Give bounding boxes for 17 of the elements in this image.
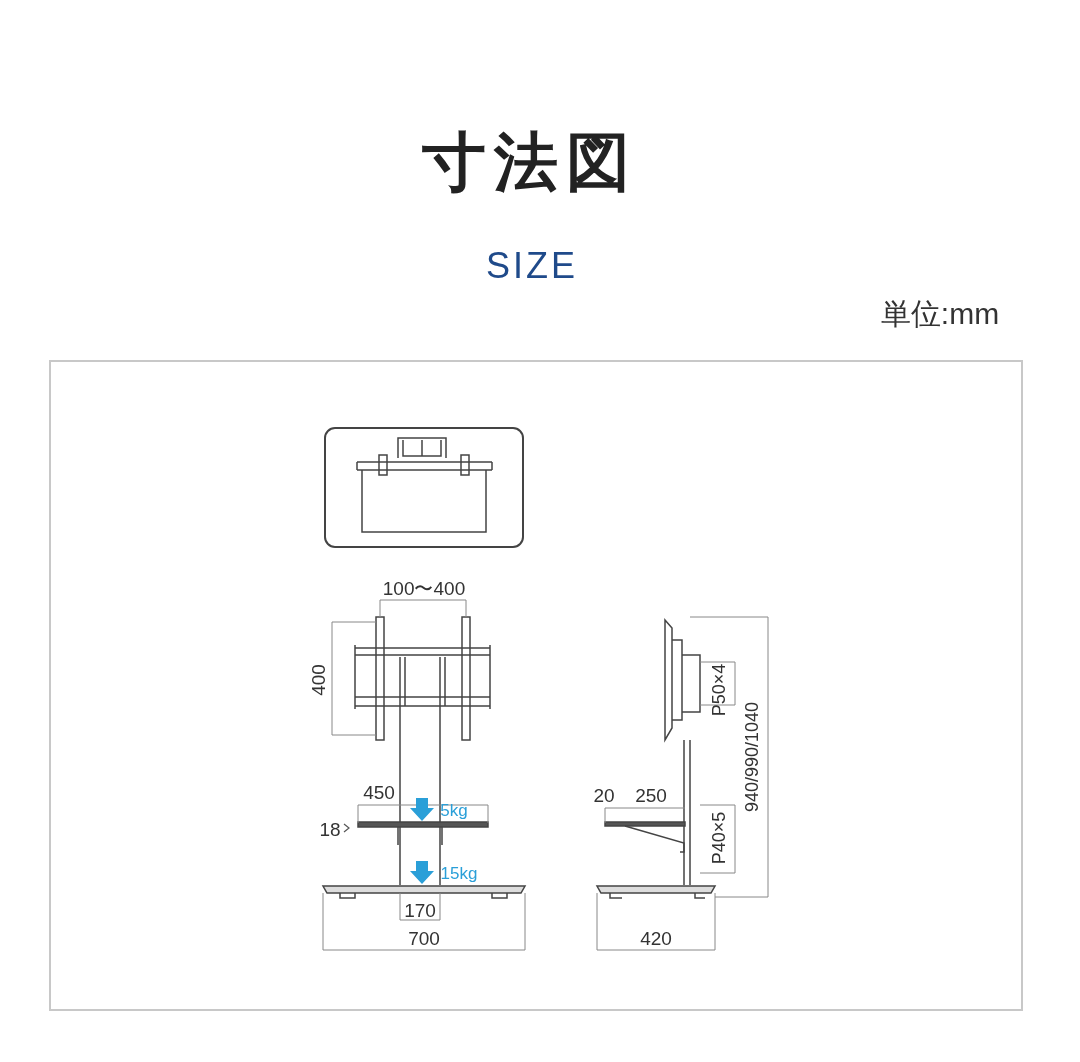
dimension-label: P40×5 [710,811,728,865]
subtitle: SIZE [486,248,578,284]
weight-label: 5kg [440,801,468,819]
title: 寸法図 [422,130,638,194]
dimension-label: 420 [640,928,672,948]
dimension-label: 250 [635,785,667,805]
dimension-label: P50×4 [710,663,728,717]
dimension-label: 700 [408,928,440,948]
unit-note: 単位:mm [880,299,1000,329]
weight-label: 15kg [440,864,478,882]
dimension-label: 170 [404,900,436,920]
dimension-label: 400 [308,664,328,696]
dimension-label: 940/990/1040 [743,701,761,813]
dimension-label: 20 [593,785,615,805]
dimension-label: 18 [319,819,341,839]
dimension-label: 450 [363,782,395,802]
dimension-label: 100〜400 [382,578,466,598]
